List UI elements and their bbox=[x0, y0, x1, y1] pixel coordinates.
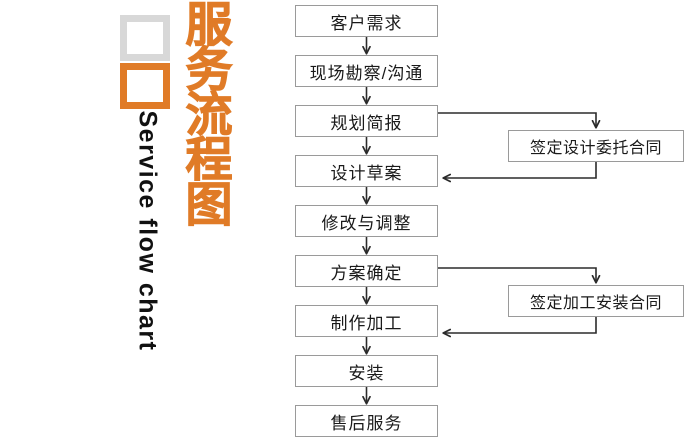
title-char-2: 务 bbox=[185, 43, 233, 97]
page-title-chinese: 服务流程图 bbox=[178, 0, 240, 232]
title-char-3: 流 bbox=[185, 88, 233, 142]
flow-node-production[interactable]: 制作加工 bbox=[295, 305, 438, 337]
flow-node-plan-confirmed[interactable]: 方案确定 bbox=[295, 255, 438, 287]
decorative-square-orange bbox=[120, 63, 170, 109]
title-char-1: 服 bbox=[185, 0, 233, 51]
decorative-square-gray bbox=[120, 15, 170, 61]
flow-node-after-sales[interactable]: 售后服务 bbox=[295, 405, 438, 437]
brand-panel: 服务流程图 Service flow chart bbox=[0, 0, 270, 443]
flow-node-design-contract[interactable]: 签定设计委托合同 bbox=[508, 130, 684, 162]
flow-node-customer-requirement[interactable]: 客户需求 bbox=[295, 5, 438, 37]
flow-node-planning-brief[interactable]: 规划简报 bbox=[295, 105, 438, 137]
flow-node-revision[interactable]: 修改与调整 bbox=[295, 205, 438, 237]
title-char-5: 图 bbox=[185, 178, 233, 232]
flow-node-production-contract[interactable]: 签定加工安装合同 bbox=[508, 285, 684, 317]
title-char-4: 程 bbox=[185, 133, 233, 187]
flow-node-site-survey[interactable]: 现场勘察/沟通 bbox=[295, 55, 438, 87]
flow-node-design-draft[interactable]: 设计草案 bbox=[295, 155, 438, 187]
flow-node-installation[interactable]: 安装 bbox=[295, 355, 438, 387]
